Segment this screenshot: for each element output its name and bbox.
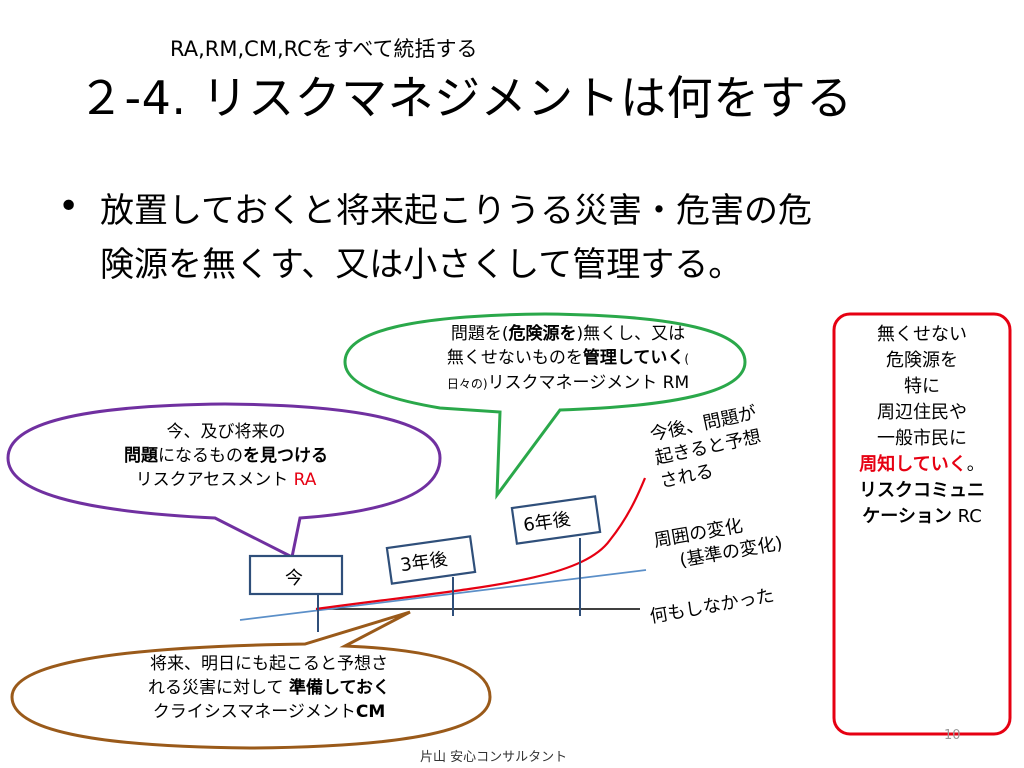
ra-line3-pre: リスクアセスメント — [135, 470, 294, 490]
rc-line6-post: 。 — [966, 454, 985, 475]
rm-speech-bubble — [343, 312, 747, 500]
cm-line1: 将来、明日にも起こると予想さ — [150, 654, 388, 674]
ra-line1: 今、及び将来の — [166, 422, 286, 442]
cm-line2-bold: 準備しておく — [288, 678, 390, 698]
cm-speech-bubble — [10, 610, 492, 750]
rc-box — [832, 312, 1012, 736]
rc-line7-bold: リスクコミュニ — [859, 480, 985, 501]
sign-3y-box — [385, 535, 477, 585]
slide-subtitle: RA,RM,CM,RCをすべて統括する — [170, 37, 478, 61]
rc-line1: 無くせない — [877, 324, 967, 345]
ra-bubble-text: 今、及び将来の 問題になるものを見つける リスクアセスメント RA — [40, 420, 412, 492]
bullet-line-2: 険源を無くす、又は小さくして管理する。 — [100, 245, 743, 285]
ra-line2-bold2: を見つける — [243, 446, 328, 466]
sign-now-box — [248, 554, 344, 596]
page-number: 10 — [944, 728, 961, 743]
ra-line2-mid: になるもの — [158, 446, 243, 466]
rm-line1-post: )無くし、又は — [576, 324, 686, 344]
rm-line2-pre: 無くせないものを — [446, 348, 583, 368]
cm-line2-pre: れる災害に対して — [148, 678, 289, 698]
rc-line3: 特に — [904, 376, 940, 397]
ra-speech-bubble — [6, 402, 442, 560]
rc-box-text: 無くせない 危険源を 特に 周辺住民や 一般市民に 周知していく。 リスクコミュ… — [838, 322, 1006, 530]
environment-change-line — [239, 569, 647, 621]
bullet-line-1: 放置しておくと将来起こりうる災害・危害の危 — [100, 191, 812, 231]
rm-line2-small: ( — [684, 352, 690, 366]
rm-bubble-text: 問題を(危険源を)無くし、又は 無くせないものを管理していく( 日々の)リスクマ… — [398, 322, 738, 396]
rm-line1-pre: 問題を( — [450, 324, 509, 344]
rm-line3-post: リスクマネージメント RM — [487, 373, 690, 393]
footer-company: 片山 安心コンサルタント — [420, 750, 568, 765]
sign-6y-box — [510, 495, 602, 545]
risk-curve — [315, 477, 647, 611]
rc-line2: 危険源を — [886, 350, 958, 371]
rm-line1-bold: 危険源を — [508, 324, 577, 344]
cm-line3-pre: クライシスマネージメント — [152, 702, 356, 722]
rc-line5: 一般市民に — [877, 428, 967, 449]
bullet-text: 放置しておくと将来起こりうる災害・危害の危 険源を無くす、又は小さくして管理する… — [100, 184, 980, 292]
slide-title: ２-4. リスクマネジメントは何をする — [78, 71, 853, 125]
bullet-marker: • — [58, 186, 80, 227]
rm-line2-bold: 管理していく — [582, 348, 685, 368]
rc-line4: 周辺住民や — [877, 402, 967, 423]
cm-line3-bold: CM — [355, 702, 386, 722]
rm-line3-small: 日々の) — [446, 377, 488, 391]
rc-line8-post: RC — [951, 506, 982, 527]
rc-line6-red: 周知していく — [859, 454, 967, 475]
cm-bubble-text: 将来、明日にも起こると予想さ れる災害に対して 準備しておく クライシスマネージ… — [64, 652, 474, 724]
ra-line3-red: RA — [293, 470, 317, 490]
rc-line8-bold: ケーション — [862, 506, 952, 527]
sign-now-label: 今 — [285, 568, 303, 589]
ra-line2-bold1: 問題 — [124, 446, 158, 466]
